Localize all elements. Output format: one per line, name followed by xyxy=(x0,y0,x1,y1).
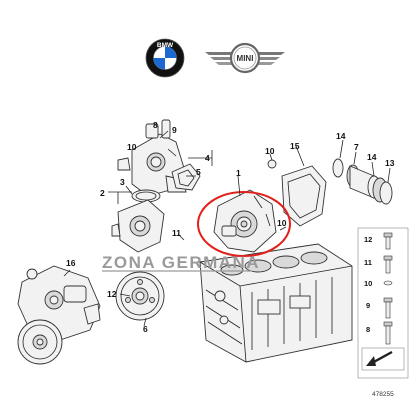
callout-7: 7 xyxy=(354,142,359,152)
callout-12: 12 xyxy=(107,289,117,299)
watermark-text: ZONA GERMANA xyxy=(102,253,260,272)
coolant-pipe xyxy=(332,158,393,205)
callout-5: 5 xyxy=(196,167,201,177)
callout-numbers: 8 9 10 4 5 1 10 15 14 7 14 13 3 2 11 16 … xyxy=(66,120,395,334)
gasket-15 xyxy=(281,165,327,227)
bolt-12-icon xyxy=(383,232,393,250)
highlight-ellipse xyxy=(197,191,291,257)
leader-lines xyxy=(63,130,391,327)
callout-3: 3 xyxy=(120,177,125,187)
bmw-logo-text: BMW xyxy=(157,42,174,49)
mini-logo-text: MINI xyxy=(237,54,254,63)
gasket-5 xyxy=(171,163,201,191)
thermostat xyxy=(111,189,165,253)
direction-arrow-icon xyxy=(361,347,405,371)
callout-11: 11 xyxy=(172,228,181,238)
callout-2: 2 xyxy=(100,188,105,198)
bolt-11-icon xyxy=(383,255,393,274)
callout-14-a: 14 xyxy=(336,131,346,141)
pulley-6 xyxy=(115,271,165,321)
legend-num-10: 10 xyxy=(364,279,372,288)
diagram-number: 478255 xyxy=(372,391,394,398)
legend-num-11: 11 xyxy=(364,258,372,267)
bolt-9-icon xyxy=(383,297,393,319)
bmw-logo: BMW xyxy=(145,38,185,78)
engine-block xyxy=(199,243,353,363)
bolt-8-icon xyxy=(383,321,393,345)
water-pump-main xyxy=(213,189,277,253)
legend-num-12: 12 xyxy=(364,235,372,244)
callout-4: 4 xyxy=(205,153,210,163)
bolt-legend: 12 11 10 9 8 xyxy=(357,227,409,379)
callout-10-mid: 10 xyxy=(265,146,275,156)
callout-8: 8 xyxy=(153,120,158,130)
callout-10-top: 10 xyxy=(127,142,137,152)
callout-1: 1 xyxy=(236,168,241,178)
callout-13: 13 xyxy=(385,158,395,168)
callout-16: 16 xyxy=(66,258,76,268)
callout-10-ring: 10 xyxy=(277,218,287,228)
legend-num-9: 9 xyxy=(366,301,370,310)
watermark: ZONA GERMANA xyxy=(102,253,260,272)
callout-6: 6 xyxy=(143,324,148,334)
water-pump-assembly-16 xyxy=(17,265,101,365)
callout-15: 15 xyxy=(290,141,300,151)
mini-logo: MINI xyxy=(205,42,285,74)
callout-14-b: 14 xyxy=(367,152,377,162)
seal-10 xyxy=(267,159,277,169)
callout-9: 9 xyxy=(172,125,177,135)
ring-10-icon xyxy=(383,280,393,286)
legend-num-8: 8 xyxy=(366,325,370,334)
